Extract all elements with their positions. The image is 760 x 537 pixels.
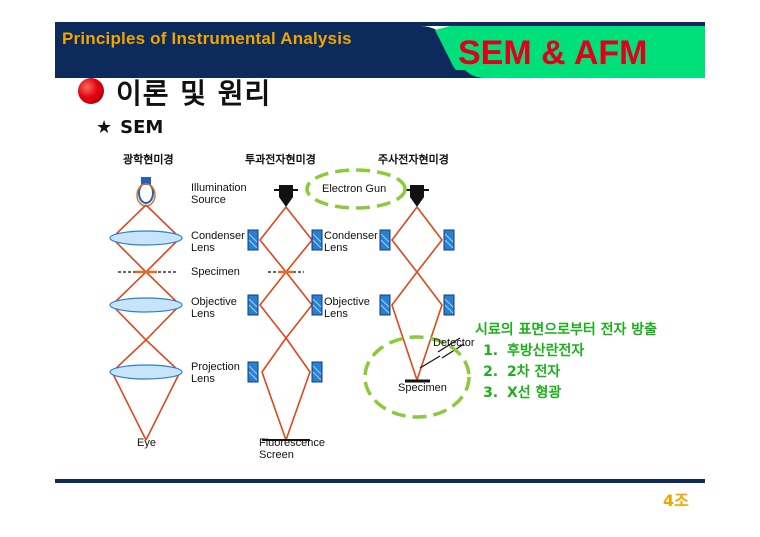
red-bullet-icon <box>78 78 104 104</box>
electron-gun-icon-sem <box>405 185 429 207</box>
team-label: 4조 <box>663 491 689 510</box>
electron-gun-highlight <box>305 168 407 210</box>
list-item: 후방산란전자 <box>503 341 657 362</box>
label-electron-gun: Electron Gun <box>322 183 387 195</box>
column-title-optical: 광학현미경 <box>123 153 174 166</box>
footer-divider <box>55 479 705 483</box>
label-detector: Detector <box>433 337 475 349</box>
emission-list: 시료의 표면으로부터 전자 방출 후방산란전자 2차 전자 X선 형광 <box>475 320 657 404</box>
list-item: X선 형광 <box>503 383 657 404</box>
column-title-sem: 주사전자현미경 <box>378 153 449 166</box>
star-icon: ★ <box>96 117 113 138</box>
label-specimen: Specimen <box>191 266 240 278</box>
column-title-tem: 투과전자현미경 <box>245 153 316 166</box>
course-subtitle: Principles of Instrumental Analysis <box>62 29 352 48</box>
specimen-highlight <box>363 335 471 419</box>
label-eye: Eye <box>137 437 156 449</box>
header-bar <box>55 22 705 78</box>
section-label: SEM <box>120 117 164 138</box>
condenser-lens-optical <box>109 230 183 246</box>
slide-title: SEM & AFM <box>458 34 648 72</box>
list-item: 2차 전자 <box>503 362 657 383</box>
electron-gun-icon-tem <box>274 185 298 207</box>
emission-heading: 시료의 표면으로부터 전자 방출 <box>475 322 658 338</box>
projection-lens-optical <box>109 364 183 380</box>
topic-heading: 이론 및 원리 <box>116 77 272 110</box>
objective-lens-optical <box>109 297 183 313</box>
section-heading: ★ SEM <box>96 117 163 138</box>
lamp-icon <box>136 177 156 207</box>
detector-icon <box>419 337 465 369</box>
label-specimen-2: Specimen <box>398 382 447 394</box>
